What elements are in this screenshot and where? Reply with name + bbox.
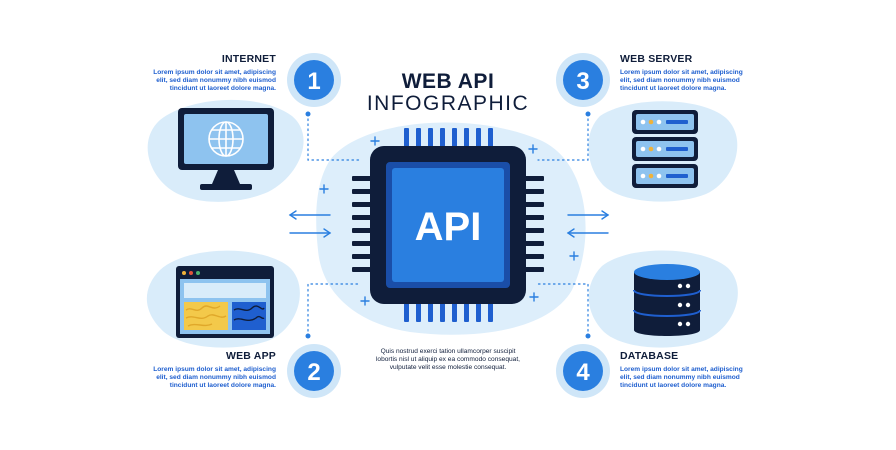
step-2-line-2: elit, sed diam nonummy nibh euismod	[156, 374, 276, 381]
step-2-text: WEB APP Lorem ipsum dolor sit amet, adip…	[116, 350, 276, 390]
step-3-text: WEB SERVER Lorem ipsum dolor sit amet, a…	[620, 53, 780, 93]
center-description-line-1: Quis nostrud exerci tation ullamcorper s…	[380, 348, 516, 355]
monitor-globe-icon	[178, 108, 274, 190]
connector-lines	[307, 113, 589, 337]
chip-label: API	[415, 205, 482, 249]
step-4-line-2: elit, sed diam nonummy nibh euismod	[620, 374, 740, 381]
title-line-2: INFOGRAPHIC	[366, 92, 530, 115]
arrow-icons	[288, 210, 610, 238]
step-4-heading: DATABASE	[620, 350, 679, 362]
step-2-heading: WEB APP	[225, 350, 276, 362]
center-description: Quis nostrud exerci tation ullamcorper s…	[363, 348, 533, 372]
step-3-number: 3	[576, 68, 589, 95]
step-4-text: DATABASE Lorem ipsum dolor sit amet, adi…	[620, 350, 780, 390]
database-stack-icon	[633, 264, 701, 336]
step-3-line-2: elit, sed diam nonummy nibh euismod	[620, 77, 740, 84]
server-unit-3	[632, 164, 698, 188]
server-unit-1	[632, 110, 698, 134]
connector-end-dots	[305, 111, 591, 339]
globe-icon	[208, 121, 244, 157]
step-2-line-3: tincidunt ut laoreet dolore magna.	[169, 382, 276, 389]
step-4-line-1: Lorem ipsum dolor sit amet, adipiscing	[620, 366, 743, 373]
step-1-line-3: tincidunt ut laoreet dolore magna.	[169, 85, 276, 92]
chip-pins	[404, 128, 493, 322]
sparkle-icons	[319, 136, 579, 306]
step-2-circle: 2	[287, 344, 341, 398]
step-2-number: 2	[307, 359, 320, 386]
step-4-number: 4	[576, 359, 590, 386]
chip-side-pins	[352, 176, 544, 272]
step-3-line-1: Lorem ipsum dolor sit amet, adipiscing	[620, 69, 743, 76]
step-3-line-3: tincidunt ut laoreet dolore magna.	[620, 85, 727, 92]
server-rack-icon	[632, 110, 698, 188]
server-unit-2	[632, 137, 698, 161]
step-1-heading: INTERNET	[221, 53, 276, 65]
step-1-line-1: Lorem ipsum dolor sit amet, adipiscing	[153, 69, 276, 76]
step-3-heading: WEB SERVER	[620, 53, 693, 65]
step-3-circle: 3	[556, 53, 610, 107]
step-4-circle: 4	[556, 344, 610, 398]
step-1-text: INTERNET Lorem ipsum dolor sit amet, adi…	[116, 53, 276, 93]
browser-window-icon	[176, 266, 274, 338]
center-description-line-3: vulputate velit esse molestie consequat.	[389, 364, 507, 371]
api-chip-icon: API	[352, 128, 544, 322]
title-line-1: WEB API	[401, 70, 495, 93]
step-1-line-2: elit, sed diam nonummy nibh euismod	[156, 77, 276, 84]
center-description-line-2: lobortis nisl ut aliquip ex ea commodo c…	[375, 356, 521, 363]
step-1-number: 1	[307, 68, 320, 95]
step-4-line-3: tincidunt ut laoreet dolore magna.	[620, 382, 727, 389]
step-2-line-1: Lorem ipsum dolor sit amet, adipiscing	[153, 366, 276, 373]
step-1-circle: 1	[287, 53, 341, 107]
